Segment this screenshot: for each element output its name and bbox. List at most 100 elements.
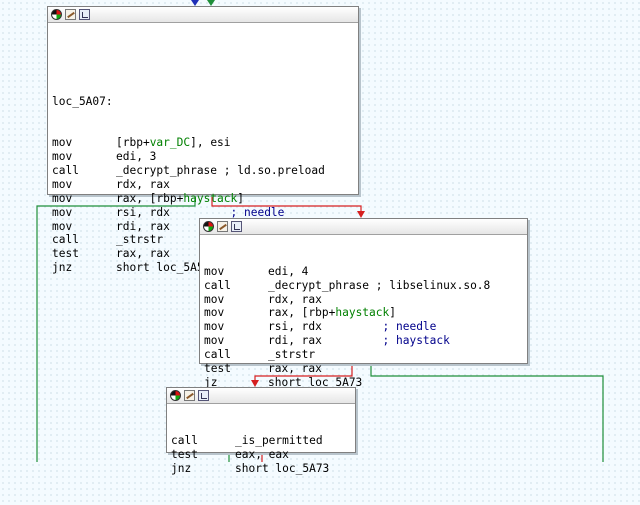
mnemonic[interactable]: mov: [52, 136, 73, 150]
operands[interactable]: rax, rax: [116, 247, 170, 261]
instruction-line[interactable]: test rax, rax: [204, 362, 523, 376]
instruction-line[interactable]: mov rax, [rbp+haystack]: [204, 306, 523, 320]
operands[interactable]: rsi, rdx ; needle: [116, 206, 284, 220]
edge-block2-true: [370, 362, 604, 462]
instruction-line[interactable]: test eax, eax: [171, 448, 351, 462]
mnemonic[interactable]: call: [52, 233, 79, 247]
comment: ; needle: [382, 320, 437, 334]
instruction-line[interactable]: mov rdx, rax: [204, 293, 523, 307]
code-label[interactable]: loc_5A07:: [52, 95, 354, 109]
operand-text: rdi, rax: [116, 219, 231, 233]
operand-text: _decrypt_phrase ; ld.so.preload: [116, 164, 325, 177]
mnemonic[interactable]: call: [204, 278, 231, 292]
operands[interactable]: eax, eax: [235, 448, 289, 462]
mnemonic[interactable]: mov: [204, 334, 225, 348]
mnemonic[interactable]: mov: [52, 219, 73, 233]
operands[interactable]: short loc_5A73: [235, 462, 329, 476]
group-node-icon[interactable]: [198, 390, 209, 401]
mnemonic[interactable]: mov: [52, 191, 73, 205]
rename-node-icon[interactable]: [184, 390, 195, 401]
instruction-line[interactable]: mov rsi, rdx ; needle: [52, 206, 354, 220]
operand-text: short loc_5A73: [235, 461, 330, 475]
mnemonic[interactable]: test: [52, 247, 79, 261]
operands[interactable]: _strstr: [268, 348, 315, 362]
mnemonic[interactable]: jnz: [52, 261, 73, 275]
instruction-line[interactable]: call _is_permitted: [171, 434, 351, 448]
mnemonic[interactable]: jnz: [171, 461, 192, 475]
stack-variable[interactable]: haystack: [183, 191, 238, 205]
code-block-2[interactable]: mov edi, 4 call _decrypt_phrase ; libselinu…: [199, 218, 528, 389]
operands[interactable]: _decrypt_phrase ; libselinux.so.8: [268, 279, 490, 293]
comment: ; haystack: [382, 334, 450, 348]
instruction-line[interactable]: call _strstr: [204, 348, 523, 362]
instruction-line[interactable]: mov rax, [rbp+haystack]: [52, 192, 354, 206]
operands[interactable]: _strstr: [116, 233, 163, 247]
instruction-line[interactable]: test rax, rax: [52, 247, 354, 261]
operands[interactable]: _decrypt_phrase ; ld.so.preload: [116, 164, 325, 178]
operands[interactable]: [rbp+var_DC], esi: [116, 136, 231, 150]
mnemonic[interactable]: mov: [204, 320, 225, 334]
mnemonic[interactable]: call: [171, 433, 198, 447]
operands[interactable]: rdx, rax: [268, 293, 322, 307]
group-node-icon[interactable]: [79, 9, 90, 20]
operand-text: rax, [rbp+: [268, 306, 336, 320]
instruction-line[interactable]: mov [rbp+var_DC], esi: [52, 136, 354, 150]
stack-variable[interactable]: var_DC: [149, 136, 191, 150]
operand-suffix: ]: [237, 191, 244, 205]
operands[interactable]: short loc_5A5E: [116, 261, 210, 275]
instruction-line[interactable]: call _strstr: [52, 233, 354, 247]
instruction-list: mov edi, 4 call _decrypt_phrase ; libselinu…: [204, 265, 523, 390]
mnemonic[interactable]: jz: [204, 375, 218, 389]
rename-node-icon[interactable]: [217, 221, 228, 232]
operand-text: rsi, rdx: [268, 320, 383, 334]
mnemonic[interactable]: call: [52, 164, 79, 177]
mnemonic[interactable]: mov: [204, 292, 225, 306]
operand-text: rax, rax: [116, 247, 170, 261]
rename-node-icon[interactable]: [65, 9, 76, 20]
operands[interactable]: edi, 3: [116, 150, 156, 164]
instruction-line[interactable]: mov rdi, rax ; haystack: [204, 334, 523, 348]
operands[interactable]: _is_permitted: [235, 434, 323, 448]
stack-variable[interactable]: haystack: [335, 306, 390, 320]
instruction-line[interactable]: mov edi, 4: [204, 265, 523, 279]
mnemonic[interactable]: call: [204, 348, 231, 362]
operands[interactable]: rsi, rdx ; needle: [268, 320, 436, 334]
mnemonic[interactable]: test: [171, 447, 198, 461]
mnemonic[interactable]: mov: [52, 205, 73, 219]
color-node-icon[interactable]: [203, 221, 214, 232]
instruction-line[interactable]: call _decrypt_phrase ; ld.so.preload: [52, 164, 354, 178]
operand-text: _strstr: [268, 348, 316, 362]
color-node-icon[interactable]: [170, 390, 181, 401]
mnemonic[interactable]: mov: [52, 177, 73, 191]
operands[interactable]: rax, [rbp+haystack]: [116, 192, 244, 206]
edge-block2-to-block3: [254, 362, 353, 381]
instruction-line[interactable]: jz short loc_5A73: [204, 376, 523, 390]
operands[interactable]: short loc_5A73: [268, 376, 362, 390]
instruction-line[interactable]: jnz short loc_5A5E: [52, 261, 354, 275]
mnemonic[interactable]: test: [204, 362, 231, 376]
color-node-icon[interactable]: [51, 9, 62, 20]
operands[interactable]: rdi, rax ; haystack: [268, 334, 450, 348]
mnemonic[interactable]: mov: [204, 306, 225, 320]
operand-text: _decrypt_phrase ; libselinux.so.8: [268, 278, 491, 292]
operands[interactable]: edi, 4: [268, 265, 308, 279]
group-node-icon[interactable]: [231, 221, 242, 232]
mnemonic[interactable]: mov: [52, 150, 73, 164]
operand-text: edi, 3: [116, 150, 157, 164]
operands[interactable]: rdx, rax: [116, 178, 170, 192]
operands[interactable]: rax, rax: [268, 362, 322, 376]
instruction-line[interactable]: jnz short loc_5A73: [171, 462, 351, 476]
mnemonic[interactable]: mov: [204, 264, 225, 278]
instruction-line[interactable]: call _decrypt_phrase ; libselinux.so.8: [204, 279, 523, 293]
node-header: [200, 219, 527, 235]
operands[interactable]: rax, [rbp+haystack]: [268, 306, 396, 320]
instruction-line[interactable]: mov rdx, rax: [52, 178, 354, 192]
disassembly: mov edi, 4 call _decrypt_phrase ; libselinu…: [200, 235, 527, 420]
instruction-line[interactable]: mov edi, 3: [52, 150, 354, 164]
operand-text: eax, eax: [235, 447, 289, 461]
label-text[interactable]: loc_5A07:: [52, 94, 113, 108]
instruction-line[interactable]: mov rsi, rdx ; needle: [204, 320, 523, 334]
